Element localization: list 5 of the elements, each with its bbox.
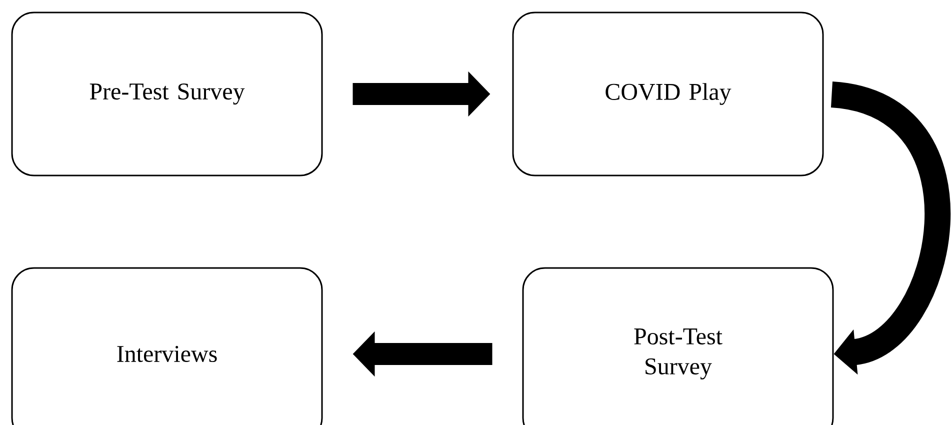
process-box: Post-Test Survey	[522, 267, 834, 425]
arrow	[829, 82, 950, 375]
process-box: Interviews	[11, 267, 323, 425]
process-box: Pre-Test Survey	[11, 12, 323, 176]
process-box: COVID Play	[512, 12, 824, 176]
